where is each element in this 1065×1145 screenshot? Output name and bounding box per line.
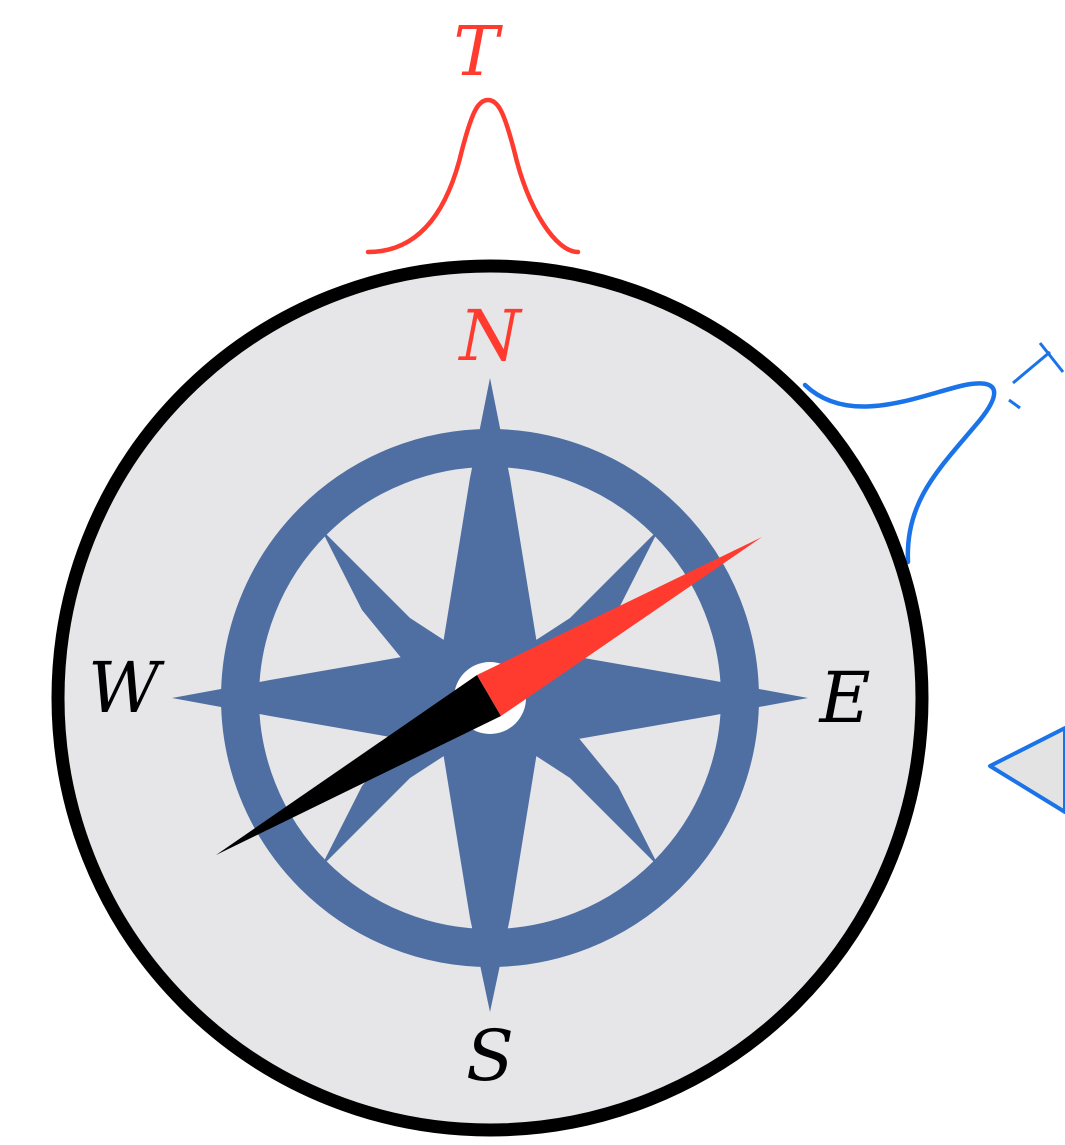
west-label: W [88, 647, 165, 729]
triangle-shape-fragment [990, 728, 1065, 812]
red-bell-curve [368, 100, 578, 252]
compass: N S E W [58, 266, 922, 1130]
top-label: T [453, 13, 503, 92]
east-label: E [817, 657, 870, 739]
north-label: N [457, 295, 523, 377]
blue-label-fragment [1009, 343, 1063, 408]
south-label: S [466, 1015, 514, 1097]
